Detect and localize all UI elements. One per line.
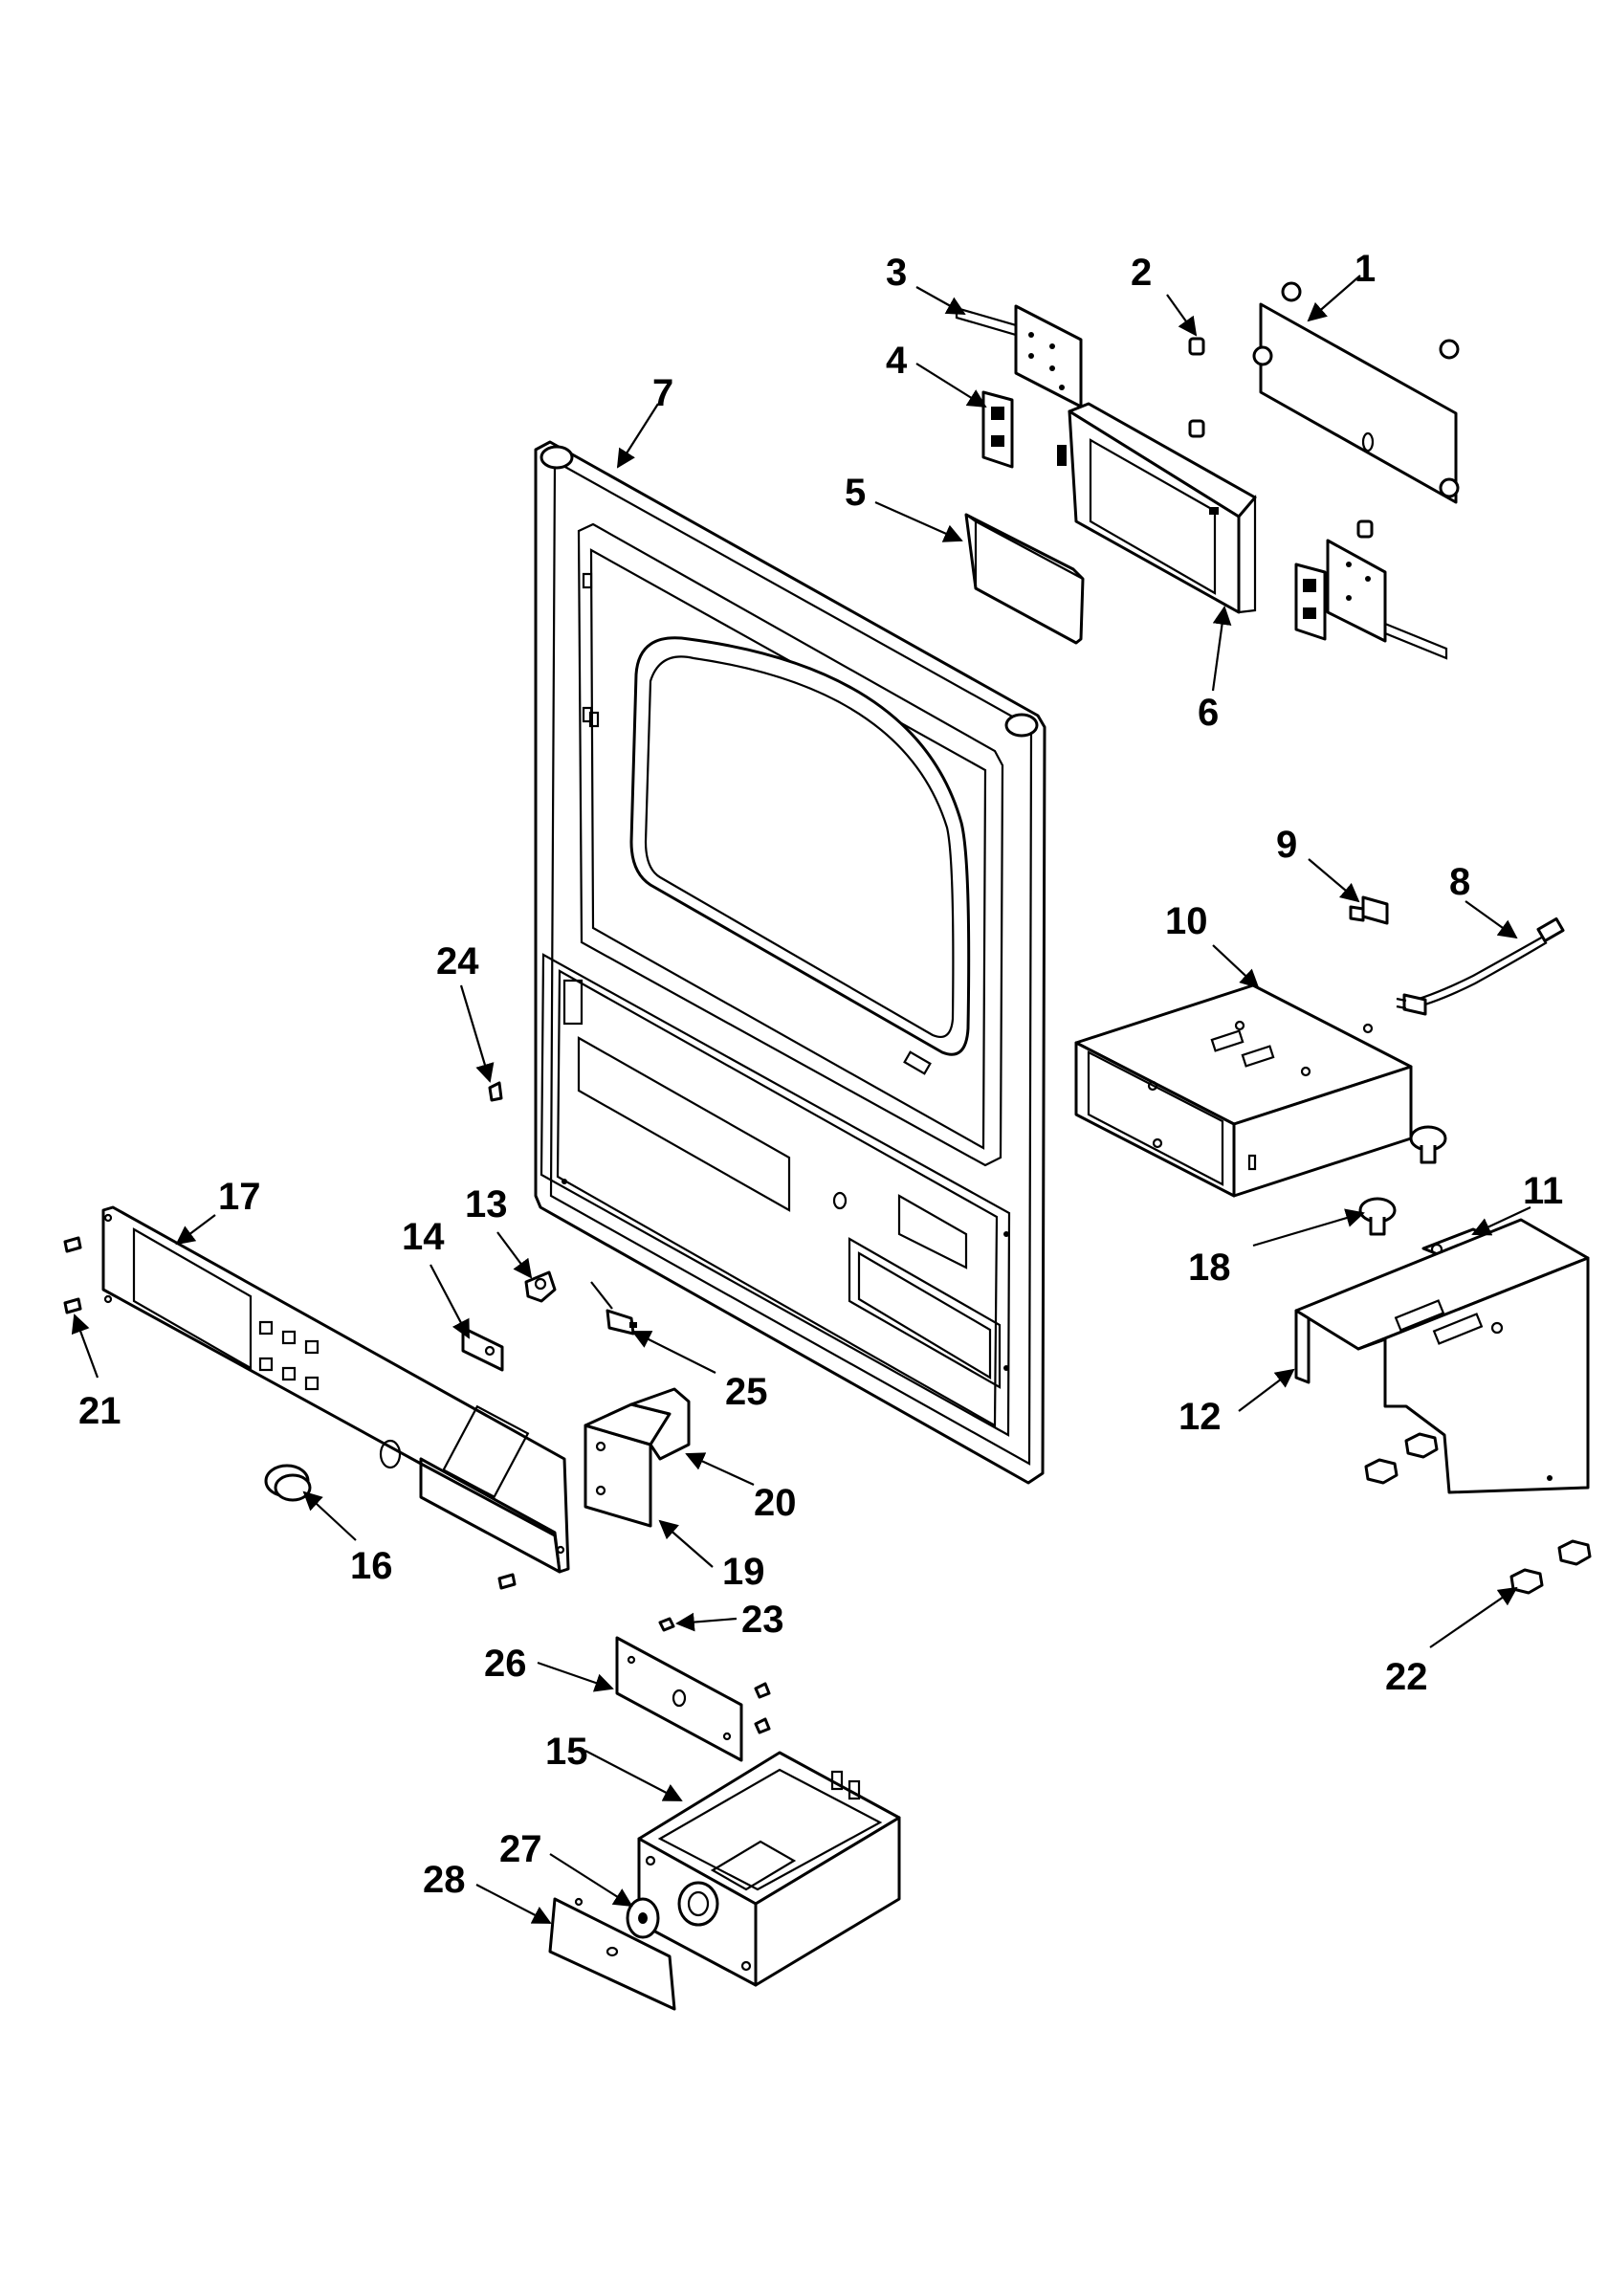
switch-part xyxy=(981,390,1014,469)
callout-19: 19 xyxy=(722,1551,765,1593)
callout-22: 22 xyxy=(1385,1656,1428,1698)
control-box-part xyxy=(1074,983,1413,1198)
callout-8: 8 xyxy=(1449,861,1470,903)
callout-26: 26 xyxy=(484,1643,527,1685)
callout-9: 9 xyxy=(1276,824,1297,866)
knob-part xyxy=(264,1464,312,1502)
switch-box-part xyxy=(584,1387,691,1528)
callout-14: 14 xyxy=(402,1216,445,1258)
callout-7: 7 xyxy=(652,372,673,414)
bracket-plate-part xyxy=(955,304,1083,408)
grommet-part xyxy=(626,1897,660,1939)
hinge-bracket-part xyxy=(1294,539,1448,660)
screw-part xyxy=(63,1081,517,1590)
mounting-bracket-part xyxy=(1294,1218,1590,1494)
callout-20: 20 xyxy=(754,1482,797,1524)
callout-15: 15 xyxy=(545,1731,588,1773)
callout-17: 17 xyxy=(218,1176,261,1218)
small-switch-part xyxy=(1349,895,1389,925)
clip-part xyxy=(461,1270,557,1372)
switch-lead-part xyxy=(590,1281,637,1336)
wire-harness-part xyxy=(1396,916,1565,1016)
callout-2: 2 xyxy=(1131,252,1152,294)
junction-box-part xyxy=(637,1751,901,1987)
standoff-part xyxy=(1188,337,1374,539)
callout-11: 11 xyxy=(1523,1170,1563,1212)
callout-5: 5 xyxy=(845,472,866,514)
callout-1: 1 xyxy=(1355,248,1376,290)
mounting-plate-part xyxy=(615,1617,771,1762)
cover-plate-part xyxy=(1252,281,1460,504)
callout-10: 10 xyxy=(1165,900,1208,942)
box-cover-part xyxy=(548,1897,676,2011)
front-panel-part xyxy=(534,440,1046,1485)
strike-housing-part xyxy=(1057,402,1257,614)
callout-3: 3 xyxy=(886,252,907,294)
hex-nut-part xyxy=(1364,1432,1592,1595)
control-panel-part xyxy=(101,1205,570,1574)
callout-21: 21 xyxy=(78,1390,121,1432)
callout-28: 28 xyxy=(423,1859,466,1901)
callout-6: 6 xyxy=(1198,692,1219,734)
callout-16: 16 xyxy=(350,1545,393,1587)
callout-25: 25 xyxy=(725,1371,768,1413)
leader-lines xyxy=(71,275,1531,1924)
callout-18: 18 xyxy=(1188,1247,1231,1289)
callout-13: 13 xyxy=(465,1183,508,1225)
callout-23: 23 xyxy=(741,1599,784,1641)
callout-4: 4 xyxy=(886,340,908,382)
callout-labels: 1 2 3 4 5 6 7 8 9 10 11 12 13 14 15 16 1… xyxy=(78,248,1563,1901)
callout-24: 24 xyxy=(436,940,479,982)
door-insert-part xyxy=(964,513,1085,645)
callout-27: 27 xyxy=(499,1828,542,1870)
callout-12: 12 xyxy=(1178,1396,1222,1438)
